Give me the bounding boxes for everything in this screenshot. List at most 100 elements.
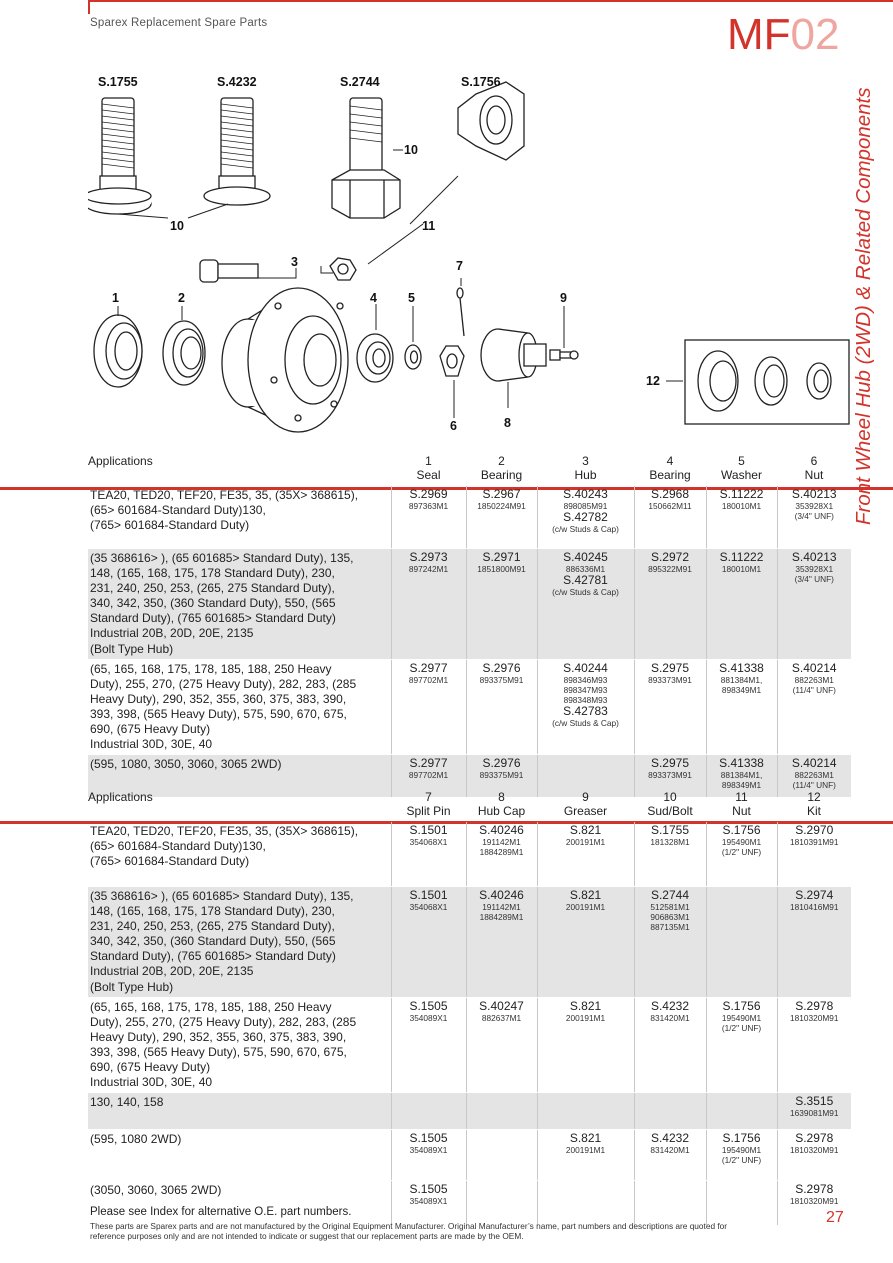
sparex-part-number: S.40243 xyxy=(563,487,608,501)
callout-1: 1 xyxy=(112,291,119,305)
oe-part-number: 831420M1 xyxy=(650,1012,690,1023)
oe-part-number: 1639081M91 xyxy=(790,1108,839,1119)
application-line: (65> 601684-Standard Duty)130, xyxy=(90,503,266,518)
applications-cell: (595, 1080, 3050, 3060, 3065 2WD) xyxy=(88,754,391,799)
callout-3: 3 xyxy=(291,255,298,269)
column-name: Nut xyxy=(804,468,824,482)
application-line: 340, 342, 350, (360 Standard Duty), 550,… xyxy=(90,934,336,949)
sparex-part-number: S.40247 xyxy=(479,998,524,1013)
kit-drawing xyxy=(684,339,850,425)
application-line: 231, 240, 250, 253, (265, 275 Standard D… xyxy=(90,581,335,596)
sparex-part-number: S.1755 xyxy=(650,823,690,837)
oe-part-number: 353928X1 xyxy=(795,564,834,574)
column-number: 4 xyxy=(666,454,674,468)
column-name: Hub xyxy=(574,468,597,482)
sparex-part-number: S.1756 xyxy=(722,823,761,837)
application-line: Standard Duty), (765 601685> Standard Du… xyxy=(90,949,336,964)
callout-8: 8 xyxy=(504,416,511,430)
top-rule-tick xyxy=(88,0,90,14)
oe-part-number: 200191M1 xyxy=(565,902,606,912)
applications-cell: (595, 1080 2WD) xyxy=(88,1129,391,1182)
diagram-code-s1755: S.1755 xyxy=(98,75,138,89)
oe-part-number: 906863M1 xyxy=(650,912,690,922)
sparex-part-number: S.2978 xyxy=(795,998,834,1013)
oe-part-number: 180010M1 xyxy=(721,501,762,511)
sparex-part-number: S.821 xyxy=(569,1131,602,1146)
part-cell xyxy=(705,1180,777,1227)
oe-part-number: 1851800M91 xyxy=(477,564,526,574)
oe-part-number: 354068X1 xyxy=(409,902,448,912)
oe-part-number: 353928X1 xyxy=(795,501,834,511)
sparex-part-number: S.2971 xyxy=(482,550,521,564)
diagram-code-s4232: S.4232 xyxy=(217,75,257,89)
oe-part-number: 1884289M1 xyxy=(479,847,524,857)
application-line: (595, 1080 2WD) xyxy=(90,1132,182,1147)
column-name: Seal xyxy=(416,468,441,482)
sparex-part-number: S.40246 xyxy=(479,888,524,902)
oe-part-number: 1810391M91 xyxy=(790,837,839,847)
column-number: 7 xyxy=(425,790,432,804)
sparex-part-number: S.41338 xyxy=(719,756,764,771)
sparex-part-number: S.1756 xyxy=(722,998,761,1013)
sparex-part-number: S.2968 xyxy=(650,487,690,501)
application-line: (65, 165, 168, 175, 178, 185, 188, 250 H… xyxy=(90,999,332,1014)
application-line: Duty), 255, 270, (275 Heavy Duty), 282, … xyxy=(90,676,357,691)
part-cell xyxy=(465,1092,537,1131)
column-name: Bearing xyxy=(649,468,691,482)
sparex-part-number: S.2975 xyxy=(650,660,690,675)
application-line: 690, (675 Heavy Duty) xyxy=(90,1060,211,1075)
disclaimer: These parts are Sparex parts and are not… xyxy=(90,1221,728,1242)
callout-4: 4 xyxy=(370,291,377,305)
part-cell xyxy=(536,1092,634,1131)
sparex-part-number: S.40214 xyxy=(791,660,837,675)
applications-header: Applications xyxy=(88,454,153,468)
sparex-part-number: S.2978 xyxy=(795,1182,834,1197)
part-cell xyxy=(536,754,634,799)
table-row: TEA20, TED20, TEF20, FE35, 35, (35X> 368… xyxy=(88,822,851,887)
part-cell xyxy=(465,1180,537,1227)
nut-small-drawing xyxy=(329,257,357,281)
table-row: (65, 165, 168, 175, 178, 185, 188, 250 H… xyxy=(88,659,851,756)
sparex-part-number: S.1756 xyxy=(722,1131,761,1146)
oe-part-number: 1810416M91 xyxy=(790,902,839,912)
oe-part-number: 898348M93 xyxy=(563,694,608,705)
callout-7: 7 xyxy=(456,259,463,273)
diagram-code-s1756: S.1756 xyxy=(461,75,501,89)
oe-part-number: 191142M1 xyxy=(482,902,521,912)
sparex-part-number: S.2977 xyxy=(409,756,448,771)
oe-part-number: 881384M1, xyxy=(720,674,763,685)
application-line: (35 368616> ), (65 601685> Standard Duty… xyxy=(90,551,354,565)
sparex-part-number: S.1501 xyxy=(409,888,448,902)
bearing-4-drawing xyxy=(356,333,394,383)
part-note: (c/w Studs & Cap) xyxy=(552,524,619,534)
parts-diagram: S.1755 S.4232 S.2744 S.1756 1 2 3 4 5 6 … xyxy=(88,75,850,433)
column-number: 3 xyxy=(582,454,589,468)
application-line: 148, (165, 168, 175, 178 Standard Duty),… xyxy=(90,904,335,919)
oe-part-number: 886336M1 xyxy=(565,564,606,574)
part-cell xyxy=(536,1180,634,1227)
oe-part-number: (11/4" UNF) xyxy=(792,684,836,695)
oe-part-number: 897702M1 xyxy=(408,770,449,781)
sparex-part-number: S.40214 xyxy=(791,756,837,771)
column-number: 11 xyxy=(735,790,748,804)
sparex-part-number: S.11222 xyxy=(719,550,764,564)
sparex-part-number: S.2972 xyxy=(650,550,690,564)
oe-part-number: 831420M1 xyxy=(650,1145,690,1156)
